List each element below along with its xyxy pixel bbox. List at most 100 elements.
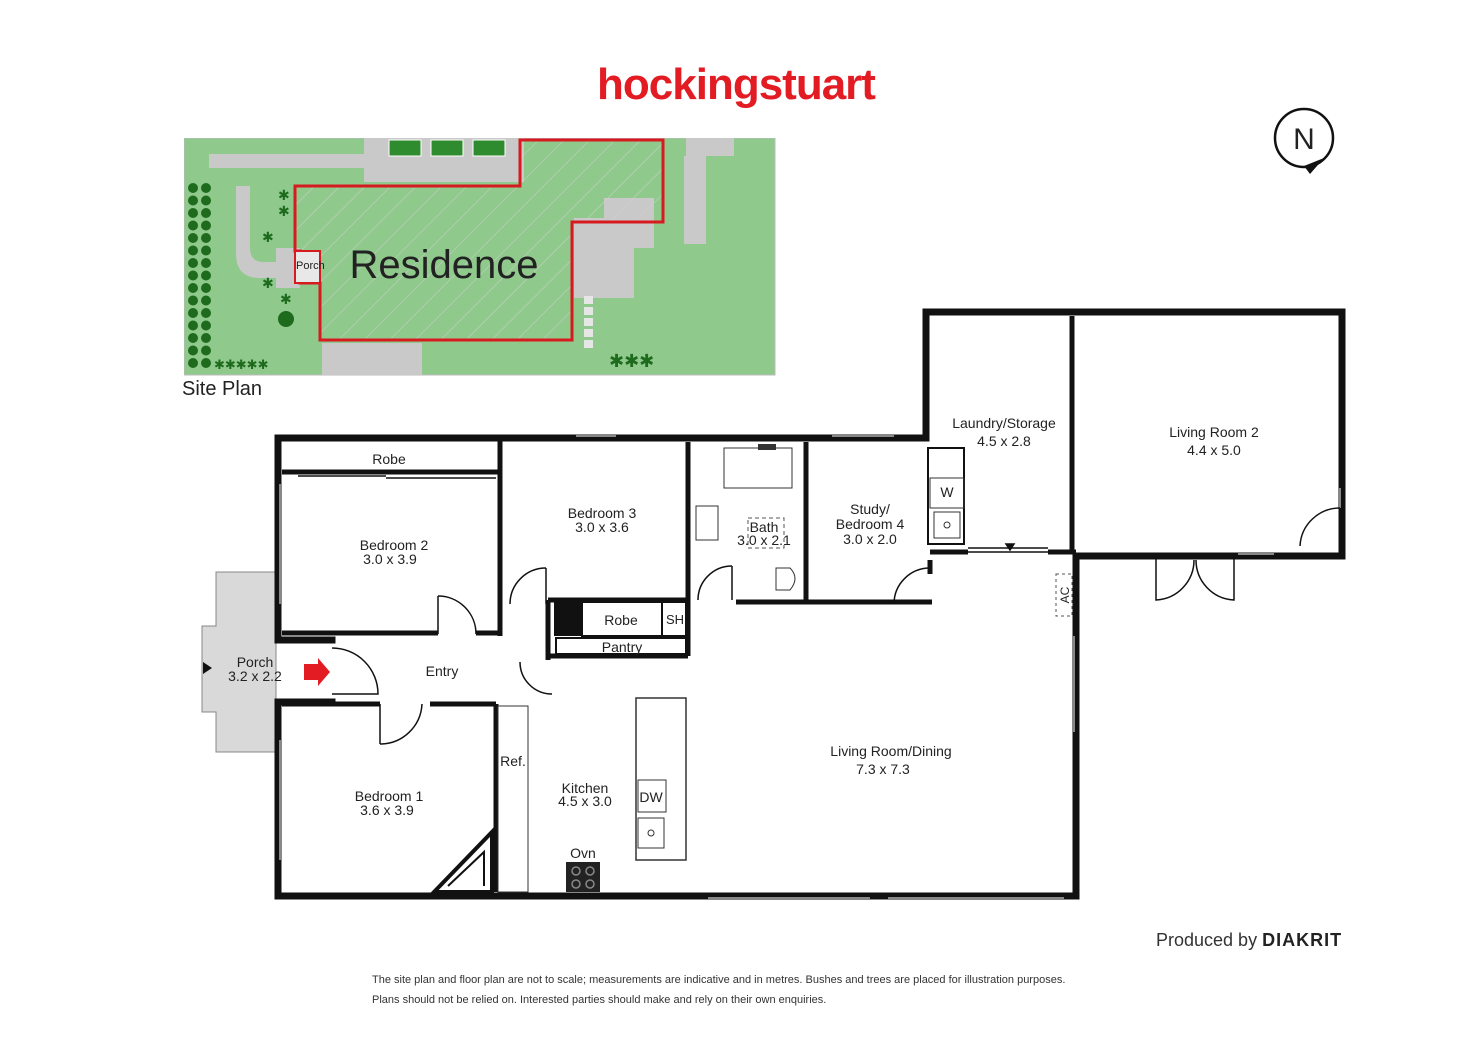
room-name-entry: Entry <box>426 663 459 679</box>
hedge-bush-icon <box>188 183 198 193</box>
washer-box <box>929 477 965 509</box>
site-paving-right <box>684 156 706 244</box>
room-name-laundry: Laundry/Storage <box>952 415 1056 431</box>
site-paving-bottom <box>322 343 422 375</box>
hedge-bush-icon <box>201 245 211 256</box>
room-labels: Bedroom 2 3.0 x 3.9 Bedroom 3 3.0 x 3.6 … <box>228 415 1259 861</box>
hedge-bush-icon <box>201 233 211 243</box>
hedge-bush-icon <box>188 345 198 356</box>
stepping-stone <box>584 296 593 304</box>
room-name-bedroom-2: Bedroom 2 <box>360 537 429 553</box>
fixture-dw: DW <box>639 789 663 805</box>
svg-text:✱: ✱ <box>278 187 290 203</box>
shrubs-bottom: ✱✱✱ ✱✱✱✱✱ ✱ ✱ ✱ ✱ ✱ <box>214 187 654 372</box>
site-tree-icon <box>278 311 294 327</box>
brand-logo: hockingstuart <box>597 60 876 109</box>
sliding-doors <box>298 475 1048 553</box>
hedge-bush-icon <box>201 320 211 331</box>
producer-logo: DIAKRIT <box>1262 930 1343 950</box>
room-name-bath: Bath <box>750 519 779 535</box>
hedge-bush-icon <box>201 220 211 231</box>
hedge-bush-icon <box>188 245 198 256</box>
compass-pointer-icon <box>1304 158 1324 174</box>
compass-circle <box>1273 107 1335 169</box>
room-name-living-2: Living Room 2 <box>1169 424 1259 440</box>
hedge-bush-icon <box>188 258 198 268</box>
toilet-icon <box>775 567 796 591</box>
hedge-bush-icon <box>201 358 211 368</box>
stepping-stone <box>584 329 593 337</box>
site-plan: Porch Residence ✱✱✱ ✱✱✱✱✱ ✱ ✱ ✱ ✱ ✱ <box>184 138 776 376</box>
stepping-stone <box>584 307 593 315</box>
svg-text:✱: ✱ <box>278 203 290 219</box>
svg-text:✱: ✱ <box>280 291 292 307</box>
room-name-study: Study/ <box>850 501 890 517</box>
site-front-path <box>236 186 280 278</box>
hedge-bush-icon <box>188 308 198 318</box>
produced-by-label: Produced by <box>1156 930 1258 950</box>
cooktop-icon <box>566 862 600 892</box>
fixture-ovn: Ovn <box>570 845 596 861</box>
room-dims-living-2: 4.4 x 5.0 <box>1187 442 1241 458</box>
room-name-bedroom-4: Bedroom 4 <box>836 516 905 532</box>
hedge-bush-icon <box>188 358 198 368</box>
kitchen-sink-drain-icon <box>647 829 655 837</box>
bathtub-icon <box>723 447 793 489</box>
fixture-ref: Ref. <box>500 753 526 769</box>
hedge-bush-icon <box>201 345 211 356</box>
room-name-bedroom-3: Bedroom 3 <box>568 505 637 521</box>
hedge-bush-icon <box>201 295 211 306</box>
windows <box>279 435 1341 899</box>
vegetable-beds <box>388 139 506 157</box>
room-dims-porch: 3.2 x 2.2 <box>228 668 282 684</box>
hedge-bush-icon <box>188 320 198 331</box>
disclaimer-line-2: Plans should not be relied on. Intereste… <box>372 994 827 1006</box>
hedge-bush-icon <box>201 283 211 293</box>
disclaimer-line-1: The site plan and floor plan are not to … <box>372 974 1066 986</box>
door-swings <box>331 507 1341 745</box>
hedge-bush-icon <box>188 233 198 243</box>
hedge-bush-icon <box>188 208 198 218</box>
site-residence-label: Residence <box>349 243 538 287</box>
interior-walls <box>282 316 1076 892</box>
hedge-bush-icon <box>201 195 211 206</box>
hedge-bush-icon <box>201 208 211 218</box>
exterior-walls <box>274 308 1346 900</box>
entry-arrow-icon <box>304 658 330 686</box>
linen-cupboard-block <box>554 602 582 636</box>
hedge-bush-icon <box>188 283 198 293</box>
fixture-robe-mid: Robe <box>604 612 638 628</box>
stepping-stones <box>584 296 593 348</box>
hedge-bushes <box>188 183 211 368</box>
room-name-kitchen: Kitchen <box>562 780 609 796</box>
cooktop-burners <box>571 866 595 889</box>
site-porch-outline <box>294 250 321 284</box>
fixture-sh: SH <box>666 612 684 627</box>
kitchen-island <box>635 697 687 861</box>
shower-icon <box>747 517 785 549</box>
room-name-porch: Porch <box>237 654 274 670</box>
room-dims-bath: 3.0 x 2.1 <box>737 532 791 548</box>
corner-robe <box>429 827 494 894</box>
fixture-w: W <box>940 484 954 500</box>
svg-text:✱: ✱ <box>262 229 274 245</box>
ac-unit <box>1055 573 1073 617</box>
north-compass: N <box>1273 107 1335 174</box>
site-path-top <box>209 154 364 168</box>
stepping-stone <box>584 318 593 326</box>
hedge-bush-icon <box>201 270 211 281</box>
hedge-bush-icon <box>188 333 198 343</box>
laundry-drain-icon <box>943 521 951 529</box>
room-dims-kitchen: 4.5 x 3.0 <box>558 793 612 809</box>
kitchen-sink-icon <box>637 817 665 849</box>
kitchen-bench <box>497 705 529 893</box>
svg-text:✱: ✱ <box>262 275 274 291</box>
hedge-bush-icon <box>188 220 198 231</box>
stepping-stone <box>584 340 593 348</box>
site-plan-caption: Site Plan <box>182 378 263 400</box>
fixture-ac: AC <box>1058 586 1072 603</box>
fixture-pantry: Pantry <box>602 639 642 655</box>
laundry-sink-icon <box>933 511 961 539</box>
site-porch-label: Porch <box>296 260 325 272</box>
room-name-bedroom-1: Bedroom 1 <box>355 788 424 804</box>
